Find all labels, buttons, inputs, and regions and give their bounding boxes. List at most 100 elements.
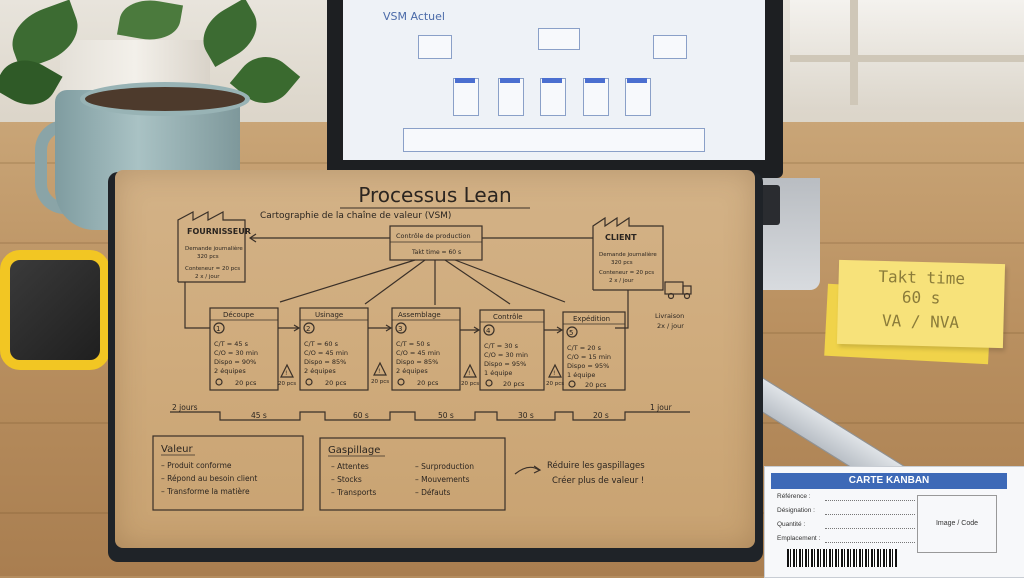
svg-text:!: ! — [468, 370, 470, 377]
kanban-image-label: Image / Code — [935, 520, 979, 527]
inventory-count: 20 pcs — [546, 381, 564, 387]
process-co: C/O = 30 min — [484, 351, 528, 359]
production-control: Contrôle de production Takt time = 60 s — [389, 225, 483, 261]
gaspillage-item: – Surproduction — [415, 462, 474, 471]
tape-measure — [0, 250, 110, 370]
vsm-drawing: Processus Lean Cartographie de la chaîne… — [152, 183, 692, 511]
process-pcs: 20 pcs — [417, 379, 439, 387]
process-ct: C/T = 50 s — [396, 340, 431, 348]
window-frame — [790, 55, 1024, 62]
window-frame — [850, 0, 858, 105]
client-line: Demande journalière — [599, 251, 657, 258]
process-pcs: 20 pcs — [585, 381, 607, 389]
gaspillage-item: – Attentes — [331, 462, 369, 471]
control-arrows — [279, 259, 566, 305]
process-ct: C/T = 45 s — [214, 340, 249, 348]
process-co: C/O = 45 min — [304, 349, 348, 357]
timeline-time: 30 s — [518, 411, 534, 420]
timeline-time: 45 s — [251, 411, 267, 420]
lead-time-ladder: 2 jours 1 jour 45 s 60 s 50 s 30 s 20 s — [170, 403, 690, 421]
gaspillage-heading: Gaspillage — [328, 445, 380, 456]
process-ct: C/T = 20 s — [567, 344, 602, 352]
kanban-field: Emplacement : — [777, 535, 821, 542]
valeur-item: – Produit conforme — [161, 461, 232, 470]
client-label: CLIENT — [605, 233, 637, 242]
process-staff: 2 équipes — [214, 367, 246, 375]
process-number: 2 — [306, 325, 310, 333]
svg-text:!: ! — [378, 368, 380, 375]
delivery-label: Livraison — [655, 312, 684, 320]
notebook-page: Processus Lean Cartographie de la chaîne… — [115, 170, 755, 548]
takt-label: Takt time = 60 s — [411, 249, 461, 256]
process-dispo: Dispo = 95% — [567, 362, 609, 370]
supplier-line: 320 pcs — [197, 254, 219, 260]
process-ct: C/T = 60 s — [304, 340, 339, 348]
valeur-box: Valeur – Produit conforme – Répond au be… — [152, 435, 304, 511]
timeline-time: 20 s — [593, 411, 609, 420]
process-name: Contrôle — [493, 313, 523, 321]
barcode — [787, 549, 897, 567]
kanban-field: Quantité : — [777, 521, 806, 528]
inventory-triangle: ! 20 pcs — [278, 363, 296, 387]
conclusion-line: Créer plus de valeur ! — [552, 475, 644, 486]
process-number: 3 — [398, 325, 402, 333]
process-staff: 1 équipe — [484, 369, 512, 377]
process-name: Assemblage — [398, 311, 441, 319]
client-line: 320 pcs — [611, 260, 633, 266]
gaspillage-box: Gaspillage – Attentes – Stocks – Transpo… — [319, 437, 506, 511]
svg-text:!: ! — [285, 370, 287, 377]
process-name: Usinage — [315, 311, 343, 319]
process-dispo: Dispo = 85% — [396, 358, 438, 366]
process-name: Découpe — [223, 311, 254, 319]
notebook-subtitle: Cartographie de la chaîne de valeur (VSM… — [260, 211, 451, 221]
process-box: Usinage 2 C/T = 60 s C/O = 45 min Dispo … — [299, 307, 369, 391]
process-number: 1 — [216, 325, 220, 333]
process-dispo: Dispo = 90% — [214, 358, 256, 366]
valeur-item: – Transforme la matière — [161, 487, 250, 496]
supplier-line: Conteneur = 20 pcs — [185, 266, 240, 272]
supplier-line: 2 x / jour — [195, 274, 220, 280]
screen-title: VSM Actuel — [383, 10, 445, 23]
process-co: C/O = 45 min — [396, 349, 440, 357]
notebook-title: Processus Lean — [358, 183, 511, 207]
process-box: Contrôle 4 C/T = 30 s C/O = 30 min Dispo… — [479, 309, 545, 391]
process-dispo: Dispo = 85% — [304, 358, 346, 366]
inventory-triangle: ! 20 pcs — [546, 363, 564, 387]
kanban-image-box: Image / Code — [917, 495, 997, 553]
svg-text:!: ! — [553, 370, 555, 377]
timeline-time: 60 s — [353, 411, 369, 420]
timeline-start: 2 jours — [172, 403, 198, 412]
kanban-card: CARTE KANBAN Référence : Désignation : Q… — [764, 466, 1024, 578]
sticky-line: VA / NVA — [881, 310, 960, 332]
inventory-triangle: ! 20 pcs — [371, 361, 389, 385]
process-co: C/O = 30 min — [214, 349, 258, 357]
control-label: Contrôle de production — [396, 232, 471, 240]
gaspillage-item: – Stocks — [331, 475, 362, 484]
laptop-screen: VSM Actuel — [343, 0, 765, 160]
inventory-count: 20 pcs — [371, 379, 389, 385]
inventory-count: 20 pcs — [278, 381, 296, 387]
inventory-count: 20 pcs — [461, 381, 479, 387]
process-number: 4 — [486, 327, 491, 335]
delivery-flow — [615, 290, 629, 329]
kanban-title: CARTE KANBAN — [771, 473, 1007, 489]
conclusion-arrow — [514, 466, 540, 475]
mug-rim — [80, 82, 250, 116]
process-number: 5 — [569, 329, 573, 337]
process-co: C/O = 15 min — [567, 353, 611, 361]
valeur-item: – Répond au besoin client — [161, 474, 257, 483]
process-box: Expédition 5 C/T = 20 s C/O = 15 min Dis… — [562, 311, 626, 391]
gaspillage-item: – Transports — [331, 488, 376, 497]
delivery-freq: 2x / jour — [657, 322, 684, 330]
inventory-triangle: ! 20 pcs — [461, 363, 479, 387]
sticky-line: 60 s — [901, 287, 941, 308]
process-staff: 1 équipe — [567, 371, 595, 379]
process-name: Expédition — [573, 315, 610, 323]
process-pcs: 20 pcs — [503, 380, 525, 388]
gaspillage-item: – Mouvements — [415, 475, 470, 484]
process-pcs: 20 pcs — [235, 379, 257, 387]
client-line: 2 x / jour — [609, 278, 634, 284]
gaspillage-item: – Défauts — [415, 488, 450, 497]
push-arrows — [278, 324, 564, 334]
process-staff: 2 équipes — [396, 367, 428, 375]
